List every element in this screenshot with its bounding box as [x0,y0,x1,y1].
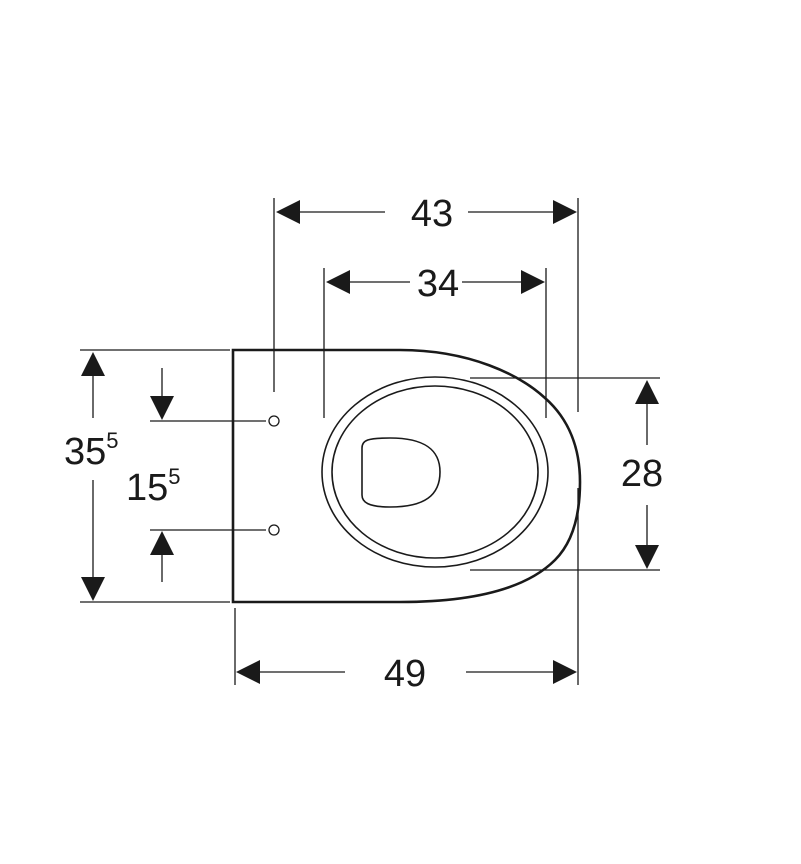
arrow-43-right [553,200,577,224]
fixing-hole-bottom [268,524,280,536]
arrow-355-bottom [81,577,105,601]
toilet-outline [231,348,582,604]
dim-49-label: 49 [384,653,426,695]
arrow-28-top [635,380,659,404]
dim-34-label: 34 [417,263,459,305]
arrow-28-bottom [635,545,659,569]
dim-355-label: 355 [64,428,119,473]
arrow-34-left [326,270,350,294]
dim-28-label: 28 [621,453,663,495]
bowl-rim-inner [331,385,539,559]
dim-43-label: 43 [411,193,453,235]
arrow-43-left [276,200,300,224]
arrow-49-right [553,660,577,684]
arrow-355-top [81,352,105,376]
fixing-hole-top [268,415,280,427]
dim-155-label: 155 [126,464,181,509]
arrow-34-right [521,270,545,294]
arrow-49-left [236,660,260,684]
bowl-rim-outer [321,376,549,568]
drain-opening [361,437,441,508]
arrow-155-bottom [150,531,174,555]
arrow-155-top [150,396,174,420]
